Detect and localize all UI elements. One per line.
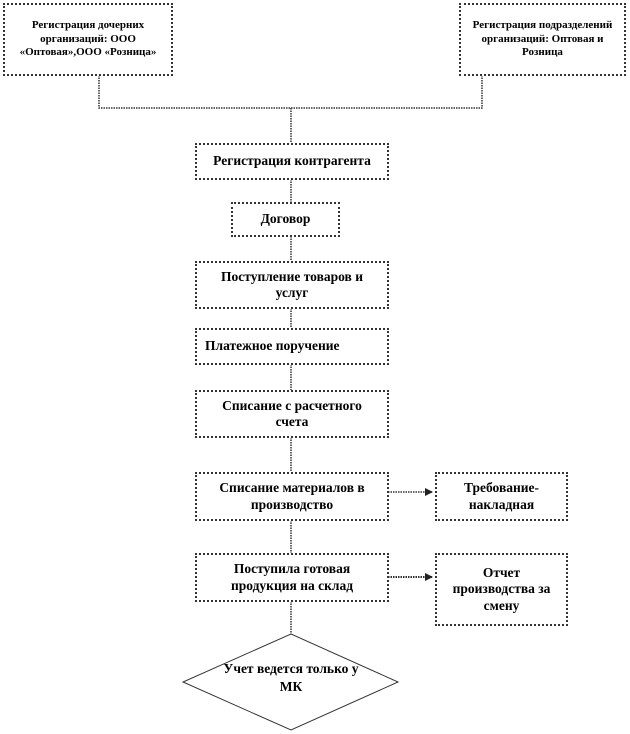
doc-label: Отчет производства за смену	[452, 565, 551, 613]
step-label: Списание с расчетного счета	[222, 397, 362, 429]
doc-requisition-invoice: Требование-накладная	[435, 472, 568, 521]
step-account-writeoff: Списание с расчетного счета	[195, 390, 389, 438]
doc-label: Требование-накладная	[463, 480, 540, 512]
step-label: Договор	[260, 211, 311, 227]
top-box-subsidiaries-label: Регистрация дочерних организаций: ООО «О…	[19, 18, 157, 59]
connector-left-box	[98, 75, 291, 109]
decision-label: Учет ведется только у МК	[223, 661, 359, 695]
top-box-divisions: Регистрация подразделений организаций: О…	[459, 3, 626, 76]
doc-shift-production-report: Отчет производства за смену	[435, 553, 568, 626]
step-contract: Договор	[231, 202, 340, 237]
step-materials-writeoff: Списание материалов в производство	[195, 472, 389, 521]
top-box-subsidiaries: Регистрация дочерних организаций: ООО «О…	[3, 3, 173, 76]
step-counterparty-registration: Регистрация контрагента	[195, 143, 389, 180]
step-label: Регистрация контрагента	[213, 153, 371, 169]
step-finished-goods: Поступила готовая продукция на склад	[195, 553, 389, 602]
connector-right-box	[291, 75, 483, 109]
step-label: Списание материалов в производство	[219, 480, 365, 512]
step-label: Поступила готовая продукция на склад	[230, 561, 354, 593]
step-label: Поступление товаров и услуг	[221, 268, 363, 300]
top-box-divisions-label: Регистрация подразделений организаций: О…	[472, 18, 613, 59]
step-label: Платежное поручение	[205, 338, 340, 354]
decision-diamond	[181, 633, 400, 731]
step-goods-receipt: Поступление товаров и услуг	[195, 261, 389, 309]
step-payment-order: Платежное поручение	[195, 328, 389, 365]
